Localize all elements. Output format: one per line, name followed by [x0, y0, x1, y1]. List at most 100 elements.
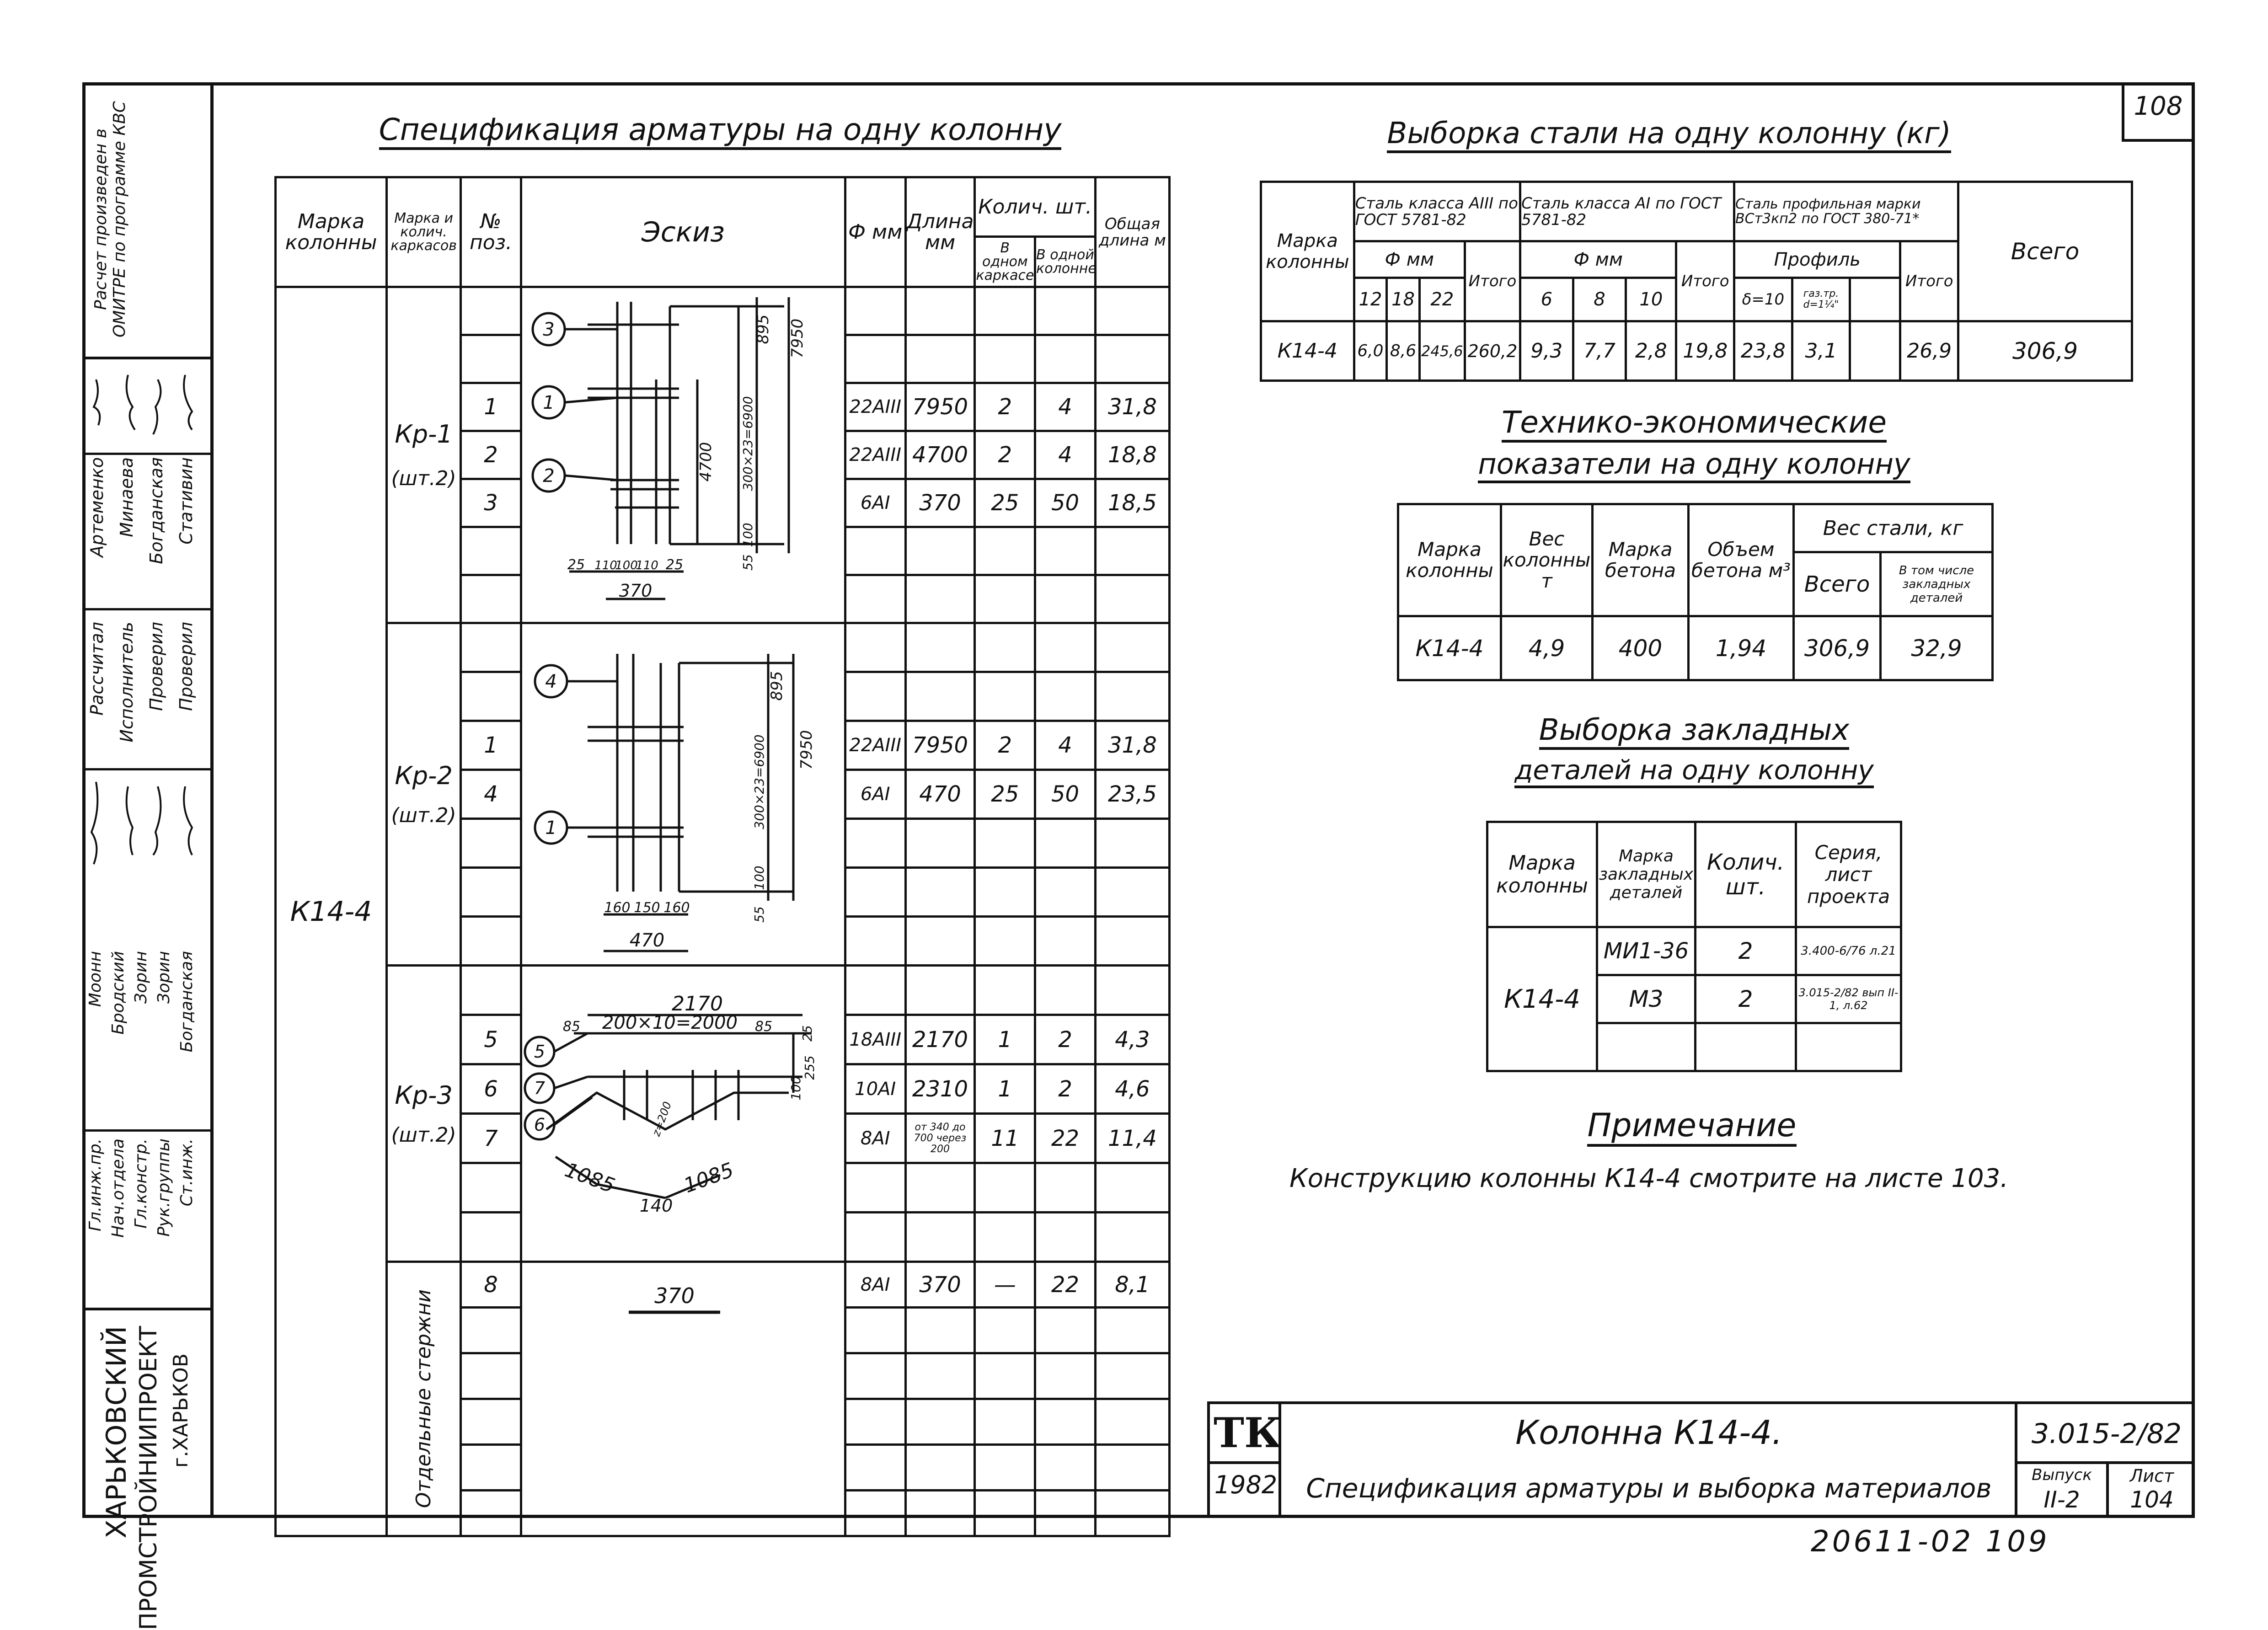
total-cell [1094, 1352, 1171, 1400]
vyborka-cell: 245,6 [1418, 320, 1466, 382]
group-mark-separate: Отдельные стержни [385, 1261, 462, 1537]
zakl-mark-cell: К14-4 [1486, 926, 1598, 1072]
sub-header: 22 [1418, 277, 1466, 322]
sub-header [1849, 277, 1902, 322]
len-cell [904, 866, 976, 918]
zakl-table: Марка колонны Марка закладных деталей Ко… [1486, 821, 1902, 1072]
len-cell: 7950 [904, 720, 976, 771]
h-diam: Ф мм [844, 176, 907, 288]
h-fmm: Ф мм [1353, 240, 1466, 279]
kc-cell [1034, 671, 1097, 722]
len-cell [904, 286, 976, 336]
len-cell [904, 1211, 976, 1263]
callout-text: 3 [543, 319, 554, 340]
kc-cell [1034, 1489, 1097, 1537]
dim-text: 100 [752, 866, 767, 890]
tb-line [1210, 1461, 1278, 1464]
dim-text: 160 [663, 900, 690, 916]
stamp-line [82, 768, 210, 770]
diam-cell [844, 915, 907, 967]
len-cell [904, 915, 976, 967]
vyborka-cell: 26,9 [1899, 320, 1960, 382]
kc-cell [1034, 1306, 1097, 1354]
len-cell [904, 671, 976, 722]
org-name-2: ПРОМСТРОЙНИИПРОЕКТ [135, 1326, 162, 1630]
title-block: ТК 1982 Колонна К14-4. Спецификация арма… [1207, 1401, 2195, 1518]
len-cell: 4700 [904, 430, 976, 480]
h-itogo: Итого [1463, 240, 1522, 322]
tep-header: Всего [1792, 551, 1882, 617]
column-mark-cell: К14-4 [274, 286, 388, 1537]
total-cell [1094, 1489, 1171, 1537]
tep-title: Технико-экономические показатели на одну… [1408, 405, 1980, 483]
dim-text: z=200 [650, 1100, 674, 1138]
zakl-cell: 2 [1694, 974, 1797, 1024]
stamp-line [82, 608, 210, 610]
poz-cell [460, 1352, 522, 1400]
table-row: 2 22AIII 4700 2 4 18,8 [276, 430, 1171, 480]
tb-vypusk: II-2 [2043, 1486, 2080, 1513]
vyborka-table: Марка колонны Сталь класса AIII по ГОСТ … [1260, 181, 2133, 382]
sub-header: 10 [1625, 277, 1678, 322]
total-cell [1094, 334, 1171, 384]
len-cell [904, 334, 976, 384]
zakl-cell: 3.015-2/82 вып II-1, л.62 [1795, 974, 1902, 1024]
total-cell [1094, 1443, 1171, 1491]
vyborka-cell: 7,7 [1572, 320, 1627, 382]
spec-table: Марка колонны Марка и колич. каркасов № … [274, 176, 1171, 1537]
zakl-title: Выборка закладных деталей на одну колонн… [1454, 713, 1934, 788]
zakl-header: Марка колонны [1486, 821, 1598, 928]
h-vyborka-prof: Сталь профильная марки ВСт3кп2 по ГОСТ 3… [1733, 181, 1960, 242]
poz-cell [460, 818, 522, 869]
org-name-1: ХАРЬКОВСКИЙ [101, 1326, 133, 1539]
tb-title1: Колонна К14-4. [1515, 1413, 1782, 1452]
dim-text: 470 [630, 930, 664, 951]
group-mark-kr2: Кр-2 (шт.2) [385, 622, 462, 967]
tep-cell: 306,9 [1792, 615, 1882, 681]
tb-line [2015, 1404, 2017, 1518]
note-text: Конструкцию колонны К14-4 смотрите на ли… [1289, 1164, 2009, 1193]
vyborka-cell: 306,9 [1957, 320, 2133, 382]
dim-text: 895 [754, 315, 772, 344]
dim-text: 1085 [681, 1158, 737, 1197]
total-cell [1094, 866, 1171, 918]
table-row: Отдельные стержни 8 8AI 370 — 22 8,1 [276, 1261, 1171, 1537]
stamp-role2-5: Ст.инж. [177, 1138, 196, 1207]
zakl-cell: 3.400-6/76 л.21 [1795, 926, 1902, 976]
kk-cell [974, 526, 1037, 576]
dim-text: 300×23=6900 [740, 396, 755, 491]
kk-cell [974, 1489, 1037, 1537]
kc-cell: 2 [1034, 1014, 1097, 1065]
vyborka-mark-cell: К14-4 [1260, 320, 1355, 382]
table-row: К14-4 4,9 400 1,94 306,9 32,9 [1397, 615, 1994, 681]
h-v-kolonne: В одной колонне [1034, 235, 1097, 288]
sketch-kr1-cell [519, 286, 846, 624]
len-cell [904, 1162, 976, 1213]
len-cell: 2170 [904, 1014, 976, 1065]
h-marka-kolonny: Марка колонны [274, 176, 388, 288]
poz-cell: 8 [460, 1261, 522, 1309]
poz-cell [460, 1398, 522, 1446]
zakl-cell: МИ1-36 [1596, 926, 1696, 976]
kk-cell: 25 [974, 769, 1037, 820]
kk-cell: 1 [974, 1014, 1037, 1065]
h-itogo: Итого [1675, 240, 1736, 322]
vyborka-cell: 8,6 [1385, 320, 1421, 382]
total-cell: 23,5 [1094, 769, 1171, 820]
len-cell: 7950 [904, 382, 976, 432]
page-number: 108 [2134, 91, 2183, 121]
kc-cell: 4 [1034, 720, 1097, 771]
poz-cell [460, 286, 522, 336]
callout-text: 5 [534, 1042, 545, 1062]
table-row: 5 18AIII 2170 1 2 4,3 [276, 1014, 1171, 1065]
total-cell: 18,8 [1094, 430, 1171, 480]
page-number-box [2122, 82, 2195, 142]
diam-cell [844, 622, 907, 673]
h-eskiz: Эскиз [519, 176, 846, 288]
diam-cell [844, 671, 907, 722]
zakl-cell [1596, 1022, 1696, 1072]
total-cell: 31,8 [1094, 720, 1171, 771]
dim-text: 200×10=2000 [602, 1012, 738, 1033]
dim-text: 110 [594, 559, 617, 572]
table-row: 4 6AI 470 25 50 23,5 [276, 769, 1171, 820]
